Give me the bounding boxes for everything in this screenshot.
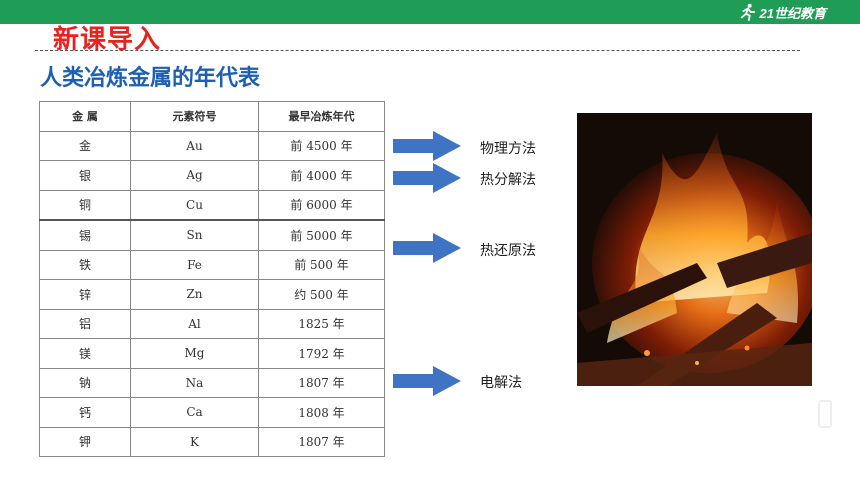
row-year-cell: 前 6000 年 [258, 189, 385, 221]
dashed-divider [35, 50, 800, 51]
row-symbol-cell: Ca [130, 397, 259, 428]
arrow-right-icon [393, 233, 461, 263]
row-year-cell: 1792 年 [258, 338, 385, 369]
runner-icon [740, 3, 755, 21]
row-metal-cell: 银 [39, 160, 131, 191]
row-symbol-cell: Zn [130, 279, 259, 310]
method-physical: 物理方法 [480, 141, 536, 157]
row-year-cell: 1807 年 [258, 367, 385, 398]
row-symbol-cell: Sn [130, 219, 259, 251]
row-symbol-cell: Al [130, 308, 259, 339]
row-metal-cell: 钠 [39, 367, 131, 398]
row-year-cell: 前 4500 年 [258, 130, 385, 161]
row-symbol-cell: Au [130, 130, 259, 161]
row-year-cell: 1808 年 [258, 397, 385, 428]
row-year-cell: 前 4000 年 [258, 160, 385, 191]
row-year-cell: 1807 年 [258, 426, 385, 457]
row-metal-cell: 锌 [39, 279, 131, 310]
row-year-cell: 1825 年 [258, 308, 385, 339]
row-metal-cell: 铜 [39, 189, 131, 221]
row-metal-cell: 铝 [39, 308, 131, 339]
row-symbol-cell: Na [130, 367, 259, 398]
method-thermal-decomposition: 热分解法 [480, 172, 536, 188]
header-symbol: 元素符号 [130, 101, 259, 132]
row-symbol-cell: Fe [130, 249, 259, 280]
row-year-cell: 约 500 年 [258, 279, 385, 310]
row-metal-cell: 铁 [39, 249, 131, 280]
arrow-right-icon [393, 131, 461, 161]
row-metal-cell: 镁 [39, 338, 131, 369]
header-metal: 金 属 [39, 101, 131, 132]
header-year: 最早冶炼年代 [258, 101, 385, 132]
row-year-cell: 前 5000 年 [258, 219, 385, 251]
table-header-row: 金 属 元素符号 最早冶炼年代 [39, 101, 385, 132]
row-metal-cell: 钙 [39, 397, 131, 428]
logo-text: 21世纪教育 [759, 5, 826, 21]
page-title: 人类冶炼金属的年代表 [40, 66, 261, 91]
top-bar: 21世纪教育 [0, 0, 860, 24]
fire-photo [577, 113, 812, 386]
watermark-mark [818, 400, 832, 428]
method-thermal-reduction: 热还原法 [480, 243, 536, 259]
row-symbol-cell: Mg [130, 338, 259, 369]
row-metal-cell: 金 [39, 130, 131, 161]
row-symbol-cell: K [130, 426, 259, 457]
row-symbol-cell: Cu [130, 189, 259, 221]
method-electrolysis: 电解法 [480, 375, 522, 391]
row-year-cell: 前 500 年 [258, 249, 385, 280]
row-symbol-cell: Ag [130, 160, 259, 191]
row-metal-cell: 锡 [39, 219, 131, 251]
row-metal-cell: 钾 [39, 426, 131, 457]
arrow-right-icon [393, 163, 461, 193]
brand-logo: 21世纪教育 [738, 2, 826, 22]
arrow-right-icon [393, 366, 461, 396]
